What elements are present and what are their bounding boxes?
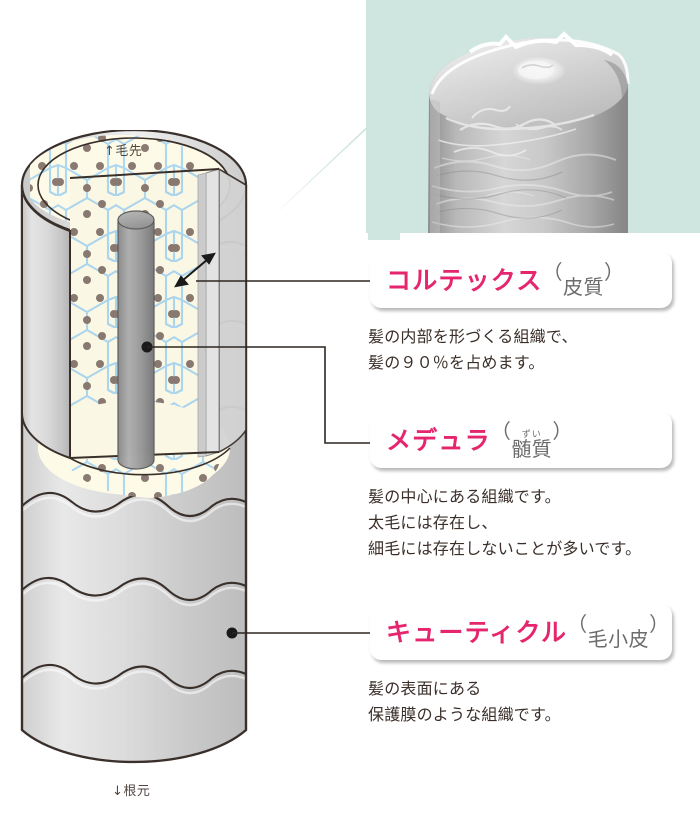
description-medulla-line-1: 髪の中心にある組織です。 [368,487,561,506]
label-term-medulla: メデュラ [386,425,491,455]
ruby-group-medulla: ずい 髄質 [511,429,553,461]
paren-close-cuticle: ） [649,612,670,636]
ruby-group-cuticle: 毛小皮 [587,627,650,651]
paren-open-cortex: （ [542,260,563,284]
label-card-cortex[interactable]: コルテックス （ 皮質 ） [370,252,672,308]
paren-body-medulla: 髄質 [511,436,553,461]
ruby-text-medulla: ずい [521,429,542,440]
photo-pointer-wedge [250,95,400,240]
hair-cross-section-photo [366,0,700,233]
paren-body-cortex: 皮質 [562,275,604,299]
description-cortex-line-2: 髪の９０％を占めます。 [368,352,545,372]
description-cuticle-line-2: 保護膜のような組織です。 [368,704,561,724]
description-cuticle: 髪の表面にある 保護膜のような組織です。 [368,676,688,728]
hair-shaft-cutaway-diagram [0,128,300,810]
description-cortex: 髪の内部を形づくる組織で、 髪の９０％を占めます。 [368,324,688,376]
label-paren-medulla: （ ずい 髄質 ） [491,421,573,460]
ruby-group-cortex: 皮質 [562,275,604,299]
paren-close-medulla: ） [552,418,573,443]
label-term-cortex: コルテックス [386,265,543,295]
label-card-cuticle[interactable]: キューティクル （ 毛小皮 ） [370,604,672,660]
hair-root-caption: ↓根元 [112,784,151,799]
description-medulla: 髪の中心にある組織です。 太毛には存在し、 細毛には存在しないことが多いです。 [368,484,688,562]
label-paren-cuticle: （ 毛小皮 ） [567,614,670,650]
description-medulla-line-3: 細毛には存在しないことが多いです。 [368,538,642,558]
description-cortex-line-1: 髪の内部を形づくる組織で、 [368,327,578,346]
paren-close-cortex: ） [603,260,625,284]
label-paren-cortex: （ 皮質 ） [542,262,624,298]
description-cuticle-line-1: 髪の表面にある [368,679,482,698]
description-medulla-line-2: 太毛には存在し、 [368,512,498,532]
paren-open-medulla: （ [490,418,512,443]
label-card-medulla[interactable]: メデュラ （ ずい 髄質 ） [370,412,672,468]
paren-body-cuticle: 毛小皮 [587,627,650,651]
hair-tip-caption: ↑毛先 [104,144,143,159]
paren-open-cuticle: （ [567,612,588,636]
label-term-cuticle: キューティクル [386,617,568,647]
